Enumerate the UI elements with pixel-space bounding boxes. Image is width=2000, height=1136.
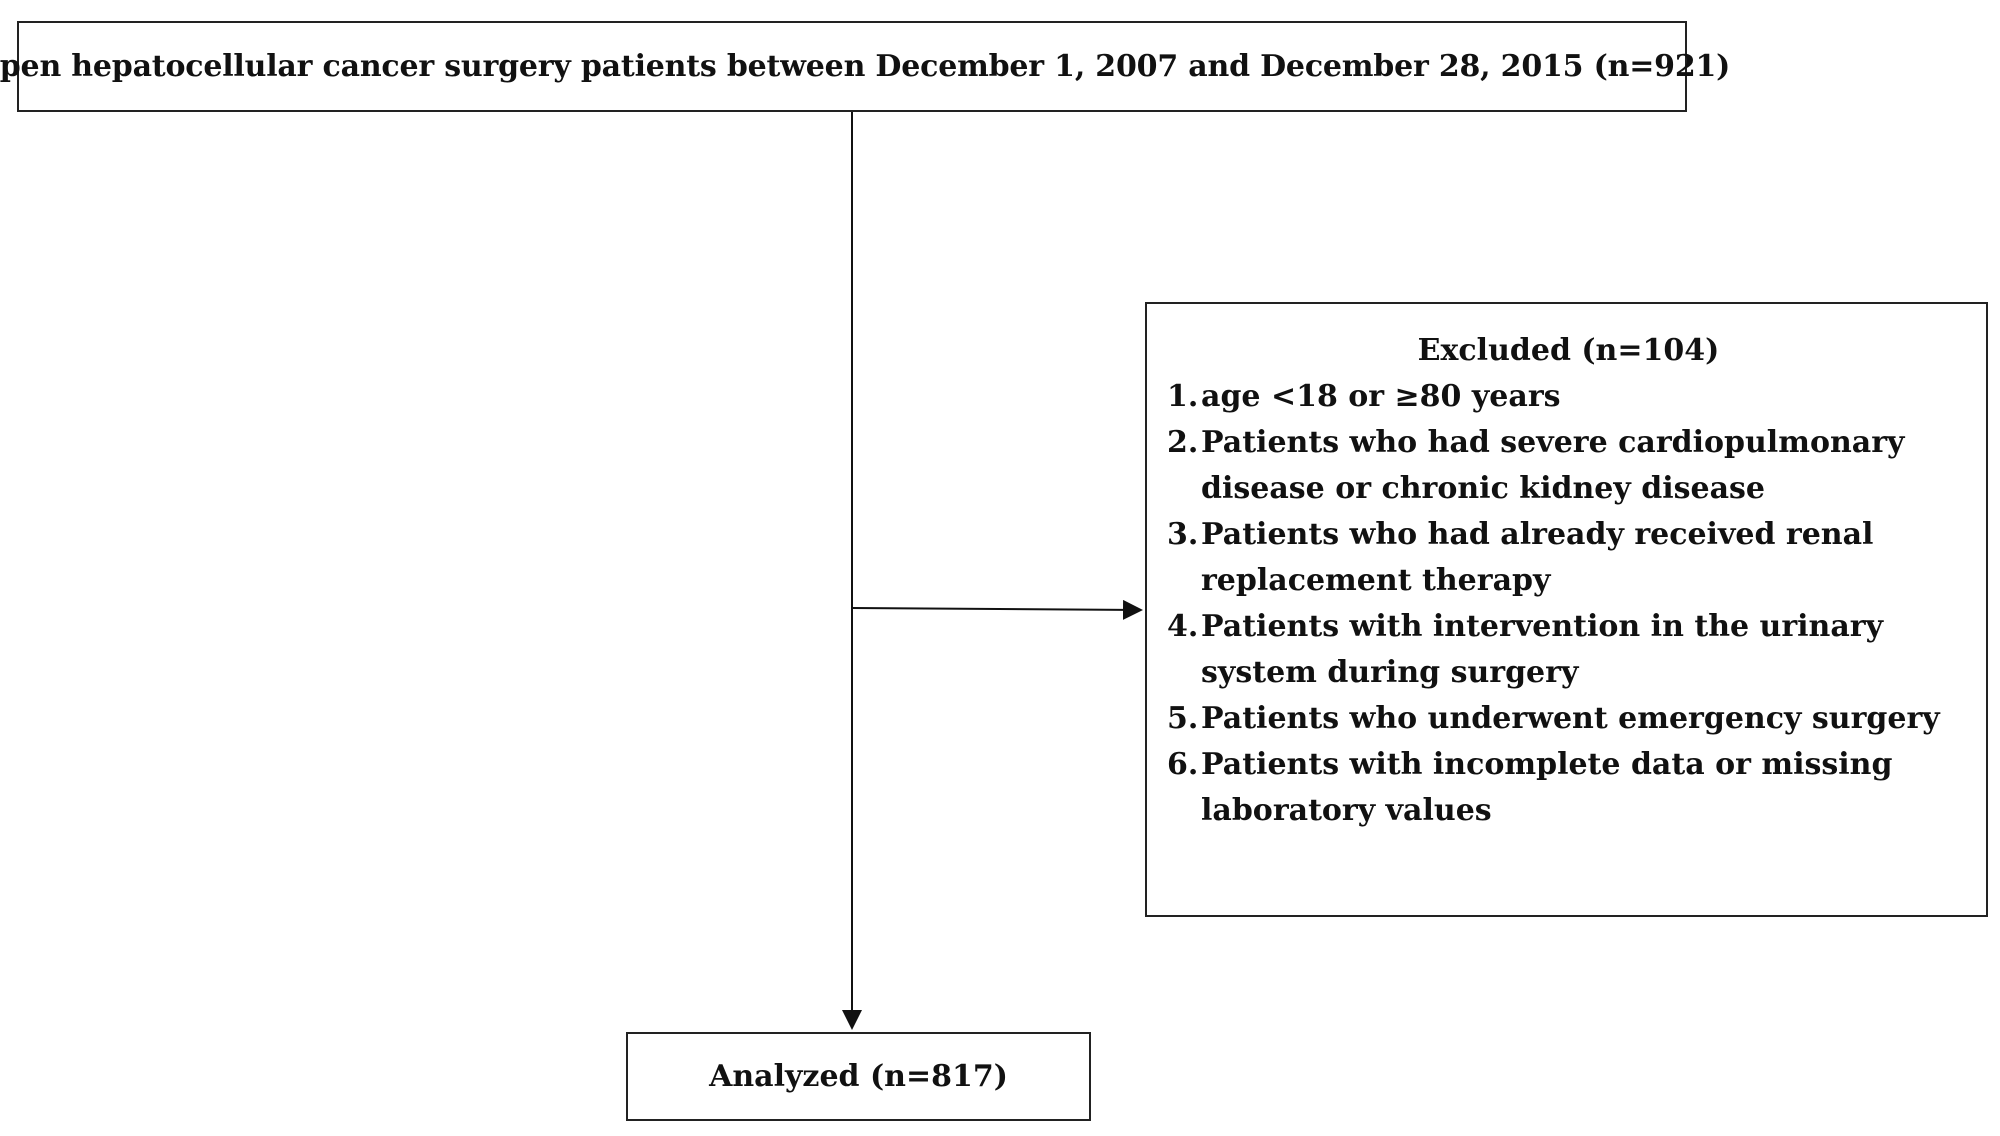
- analyzed-text: Analyzed (n=817): [709, 1059, 1008, 1094]
- cohort-text: Open hepatocellular cancer surgery patie…: [0, 49, 1731, 84]
- exclusion-criterion: 3. Patients who had already received ren…: [1167, 512, 1970, 604]
- criterion-number: 3.: [1167, 517, 1199, 552]
- excluded-box: Excluded (n=104) 1. age <18 or ≥80 years…: [1145, 302, 1988, 917]
- exclusion-criterion: 6. Patients with incomplete data or miss…: [1167, 742, 1970, 834]
- cohort-box: Open hepatocellular cancer surgery patie…: [0, 21, 1730, 112]
- criterion-number: 2.: [1167, 425, 1199, 460]
- exclusion-criterion: 5. Patients who underwent emergency surg…: [1167, 696, 1970, 742]
- analyzed-box: Analyzed (n=817): [626, 1032, 1091, 1121]
- criterion-number: 6.: [1167, 747, 1199, 782]
- criterion-text: Patients with incomplete data or missing…: [1201, 747, 1893, 828]
- criterion-text: Patients who had severe cardiopulmonary …: [1201, 425, 1905, 506]
- exclusion-criterion: 2. Patients who had severe cardiopulmona…: [1167, 420, 1970, 512]
- criterion-number: 4.: [1167, 609, 1199, 644]
- criterion-text: Patients with intervention in the urinar…: [1201, 609, 1884, 690]
- criterion-text: Patients who underwent emergency surgery: [1201, 701, 1940, 736]
- criterion-number: 5.: [1167, 701, 1199, 736]
- excluded-title: Excluded (n=104): [1417, 333, 1720, 368]
- exclusion-arrow: [851, 599, 1143, 620]
- exclusion-criterion: 1. age <18 or ≥80 years: [1167, 374, 1970, 420]
- criterion-text: age <18 or ≥80 years: [1201, 379, 1561, 414]
- exclusion-criterion: 4. Patients with intervention in the uri…: [1167, 604, 1970, 696]
- criterion-text: Patients who had already received renal …: [1201, 517, 1874, 598]
- criterion-number: 1.: [1167, 379, 1199, 414]
